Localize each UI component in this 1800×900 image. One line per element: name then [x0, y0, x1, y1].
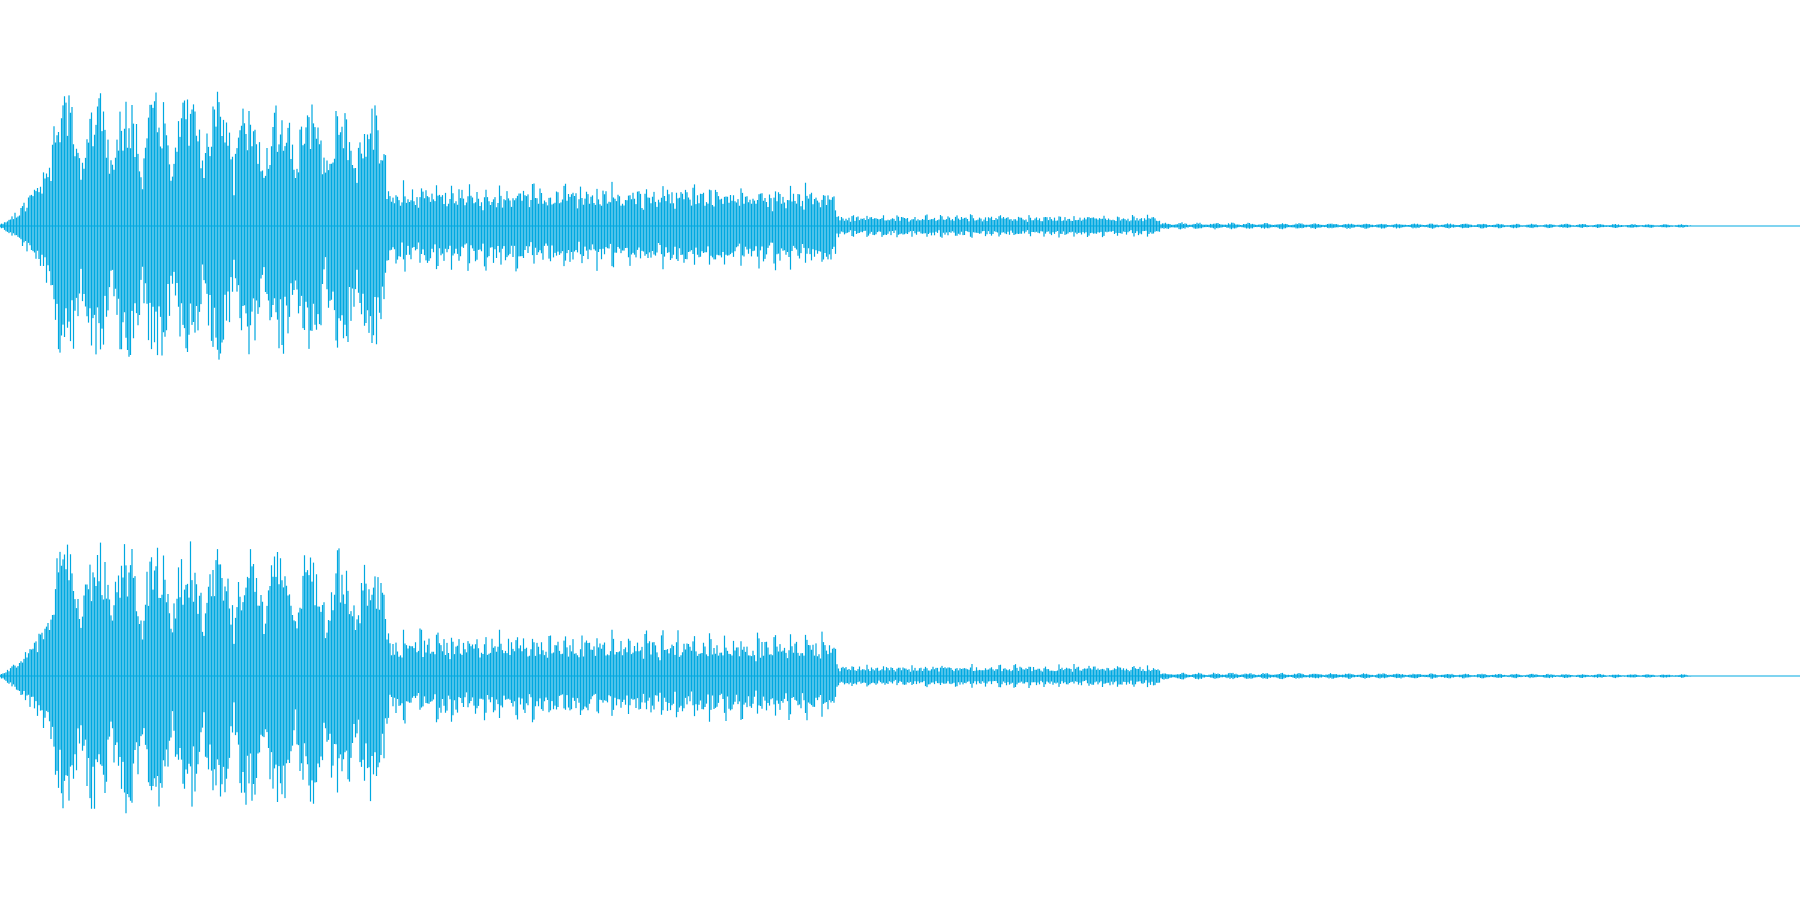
waveform-channel-1 [0, 91, 1800, 360]
waveform-signal [0, 91, 1692, 360]
waveform-channel-2 [0, 541, 1800, 814]
waveform-signal [0, 541, 1692, 814]
